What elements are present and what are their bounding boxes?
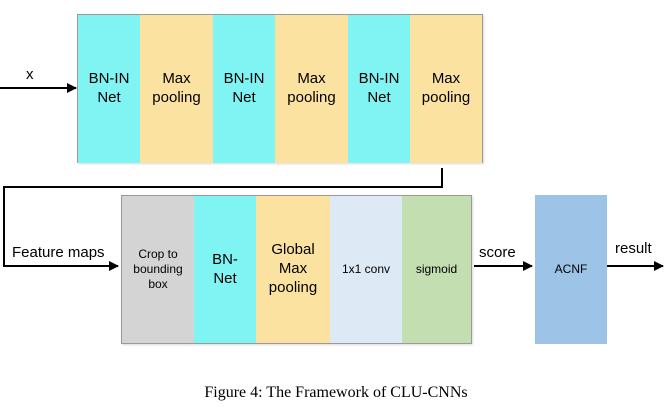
bottom-row-block-label: Global Max pooling [268,241,318,296]
bottom-row-block-label: 1x1 conv [341,262,391,276]
bottom-row-block-label: Crop to bounding box [133,247,183,291]
top-row-block-label: Max pooling [287,70,336,106]
top-row-block-1: BN-IN Net [78,15,140,163]
acnf-label: ACNF [554,262,588,276]
top-row-block-3: BN-IN Net [213,15,275,163]
top-row-block-label: BN-IN Net [358,70,400,106]
top-row-block-label: Max pooling [152,70,201,106]
bottom-row-block-3: Global Max pooling [256,196,330,343]
bottom-row-block-5: sigmoid [402,196,471,343]
bottom-row-block-label: sigmoid [415,262,458,276]
top-row-block-label: BN-IN Net [223,70,265,106]
top-row-block-5: BN-IN Net [348,15,410,163]
top-row-block-label: Max pooling [421,70,471,106]
feature-maps-label: Feature maps [12,244,105,261]
input-label: x [26,66,34,83]
top-row-block-label: BN-IN Net [88,70,130,106]
top-row-block-4: Max pooling [275,15,348,163]
bottom-row-block-label: BN- Net [212,250,238,287]
acnf-block: ACNF [535,195,607,344]
bottom-row-block-1: Crop to bounding box [122,196,194,343]
bottom-row-block-4: 1x1 conv [330,196,402,343]
feature-maps-connector [3,168,443,271]
bottom-row-frame [121,195,472,344]
figure-caption: Figure 4: The Framework of CLU-CNNs [204,384,468,401]
bottom-row-block-2: BN- Net [194,196,256,343]
top-row-block-6: Max pooling [410,15,482,163]
score-label: score [479,244,516,261]
result-label: result [615,240,652,257]
top-row-block-2: Max pooling [140,15,213,163]
